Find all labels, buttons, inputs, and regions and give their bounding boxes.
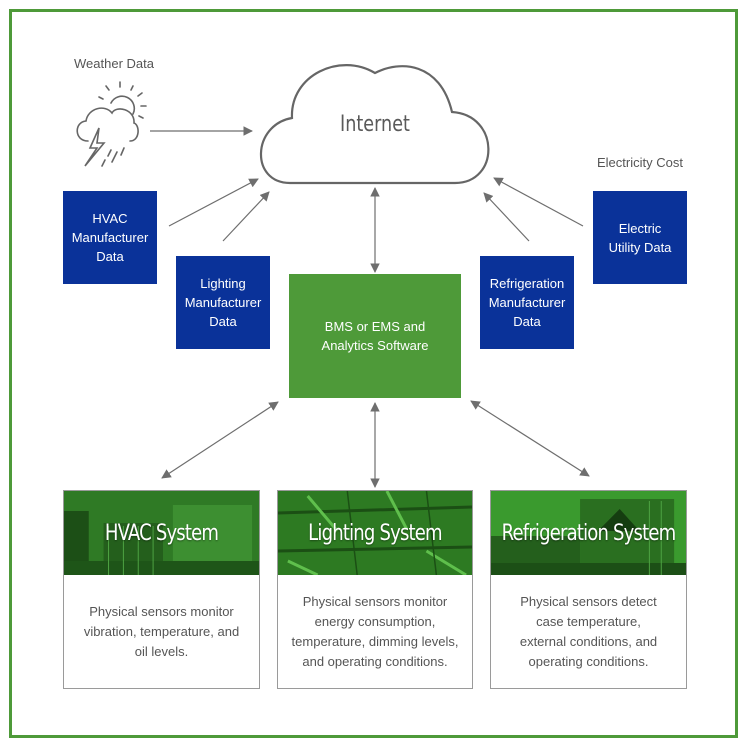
hvac-system-description: Physical sensors monitor vibration, temp… <box>83 603 240 659</box>
refrigeration-manufacturer-data-label: Refrigeration Manufacturer Data <box>488 276 566 329</box>
hvac-system-card: HVAC System Physical sensors monitor vib… <box>63 490 260 689</box>
refrigeration-system-image <box>491 491 686 575</box>
weather-data-label: Weather Data <box>74 56 154 71</box>
lighting-manufacturer-data-box: Lighting Manufacturer Data <box>176 256 270 349</box>
hvac-manufacturer-data-label: HVAC Manufacturer Data <box>71 211 149 264</box>
refrigeration-system-card: Refrigeration System Physical sensors de… <box>490 490 687 689</box>
arrow-hub-hvac-system <box>161 401 279 479</box>
arrow-refrigeration-internet <box>483 192 530 242</box>
internet-cloud-shape <box>259 64 490 185</box>
lighting-system-card: Lighting System Physical sensors monitor… <box>277 490 473 689</box>
electric-utility-data-label: Electric Utility Data <box>608 220 672 255</box>
lighting-manufacturer-data-label: Lighting Manufacturer Data <box>184 276 262 329</box>
arrow-hvac-internet <box>168 178 259 227</box>
refrigeration-system-title: Refrigeration System <box>501 520 677 546</box>
arrow-utility-internet <box>493 177 584 227</box>
lighting-system-title: Lighting System <box>308 520 442 546</box>
refrigeration-manufacturer-data-box: Refrigeration Manufacturer Data <box>480 256 574 349</box>
arrow-hub-refrigeration-system <box>470 400 590 477</box>
lighting-system-description: Physical sensors monitor energy consumpt… <box>291 593 459 669</box>
internet-label: Internet <box>340 112 410 137</box>
arrow-lighting-internet <box>222 191 270 242</box>
hvac-system-title: HVAC System <box>104 520 219 546</box>
electricity-cost-label: Electricity Cost <box>597 155 683 170</box>
bms-ems-analytics-box: BMS or EMS and Analytics Software <box>289 274 461 398</box>
bms-ems-analytics-label: BMS or EMS and Analytics Software <box>321 319 429 353</box>
storm-sun-cloud-icon <box>76 81 147 167</box>
lighting-system-image <box>278 491 472 575</box>
diagram-frame <box>9 9 738 738</box>
refrigeration-system-description: Physical sensors detect case temperature… <box>519 593 658 669</box>
hvac-system-image <box>64 491 259 575</box>
hvac-manufacturer-data-box: HVAC Manufacturer Data <box>63 191 157 284</box>
electric-utility-data-box: Electric Utility Data <box>593 191 687 284</box>
